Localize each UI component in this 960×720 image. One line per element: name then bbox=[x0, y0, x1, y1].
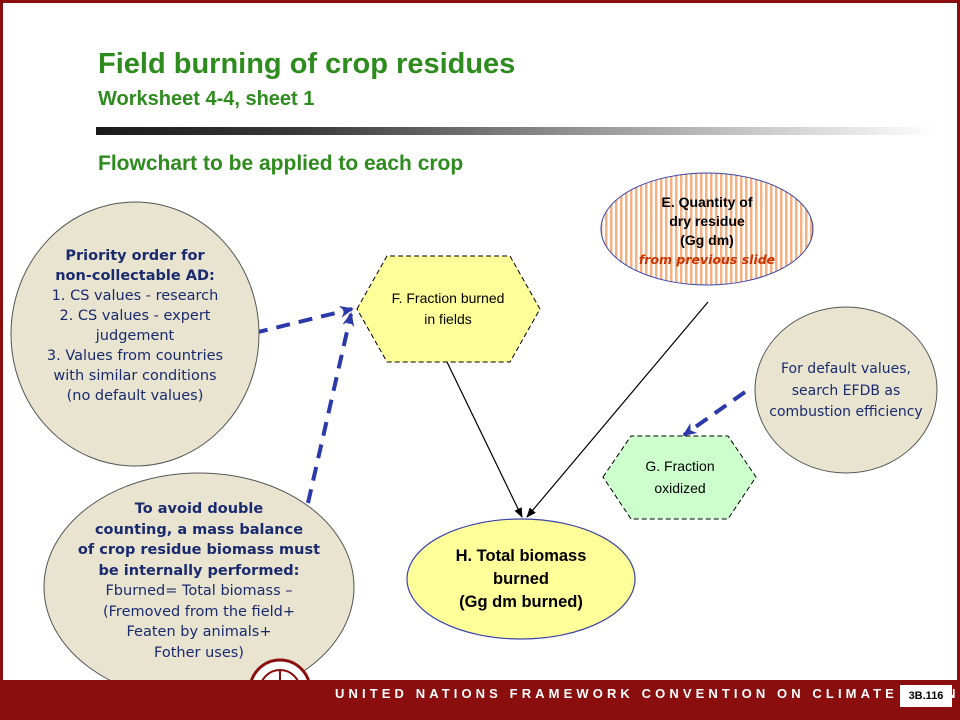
dry-residue-text: E. Quantity of dry residue (Gg dm) from … bbox=[610, 193, 804, 269]
mass-balance-title-line-3: of crop residue biomass must bbox=[77, 542, 321, 558]
dashed-arrow-priority-to-fraction bbox=[253, 306, 354, 335]
mass-balance-text: To avoid double counting, a mass balance… bbox=[50, 499, 348, 663]
footer-bar bbox=[0, 680, 960, 720]
priority-item-6: (no default values) bbox=[66, 388, 204, 404]
total-biomass-line-3: (Gg dm burned) bbox=[459, 593, 583, 611]
priority-item-3: judgement bbox=[95, 328, 175, 344]
title-divider bbox=[96, 127, 936, 135]
priority-order-ellipse bbox=[10, 201, 260, 467]
default-values-ellipse bbox=[754, 306, 938, 474]
total-biomass-text: H. Total biomass burned (Gg dm burned) bbox=[410, 545, 632, 614]
priority-item-4: 3. Values from countries bbox=[46, 348, 224, 364]
flowchart-heading: Flowchart to be applied to each crop bbox=[98, 152, 464, 175]
mass-balance-title-line-1: To avoid double bbox=[134, 501, 264, 517]
mass-balance-line-4: Fother uses) bbox=[154, 644, 244, 661]
total-biomass-ellipse bbox=[406, 518, 636, 640]
mass-balance-line-2: (Fremoved from the field+ bbox=[102, 603, 295, 620]
arrow-fraction-burned-to-total bbox=[446, 361, 523, 518]
default-values-line-3: combustion efficiency bbox=[769, 404, 923, 420]
total-biomass-line-2: burned bbox=[493, 570, 549, 588]
footer-convention-text: UNITED NATIONS FRAMEWORK CONVENTION ON C… bbox=[335, 686, 960, 701]
fraction-burned-line-2: in fields bbox=[424, 311, 472, 327]
dashed-arrow-mass-balance-to-fraction bbox=[306, 312, 355, 504]
fraction-oxidized-line-2: oxidized bbox=[654, 479, 706, 496]
dry-residue-line-2: dry residue bbox=[669, 213, 745, 229]
fraction-burned-hexagon bbox=[356, 255, 541, 363]
priority-order-text: Priority order for non-collectable AD: 1… bbox=[26, 246, 244, 406]
dry-residue-line-3: (Gg dm) bbox=[680, 232, 734, 248]
priority-item-2: 2. CS values - expert bbox=[59, 308, 211, 324]
slide-title: Field burning of crop residues bbox=[98, 48, 516, 80]
default-values-line-2: search EFDB as bbox=[791, 382, 901, 399]
page-number: 3B.116 bbox=[900, 685, 952, 707]
mass-balance-line-1: Fburned= Total biomass – bbox=[105, 583, 293, 599]
default-values-line-1: For default values, bbox=[780, 361, 912, 377]
arrow-dry-residue-to-total bbox=[526, 301, 709, 518]
priority-item-1: 1. CS values - research bbox=[51, 288, 219, 304]
fraction-burned-text: F. Fraction burned in fields bbox=[360, 288, 536, 330]
dashed-arrow-default-to-oxidized bbox=[682, 390, 747, 437]
fraction-burned-line-1: F. Fraction burned bbox=[391, 290, 505, 306]
fraction-oxidized-text: G. Fraction oxidized bbox=[610, 456, 750, 499]
dry-residue-ellipse bbox=[600, 172, 814, 286]
priority-title-line-2: non-collectable AD: bbox=[55, 268, 215, 284]
priority-item-5: with similar conditions bbox=[53, 368, 217, 384]
mass-balance-title-line-4: be internally performed: bbox=[98, 562, 300, 579]
fraction-oxidized-hexagon bbox=[602, 435, 757, 520]
fraction-oxidized-line-1: G. Fraction bbox=[645, 458, 715, 474]
mass-balance-line-3: Featen by animals+ bbox=[126, 624, 272, 640]
total-biomass-line-1: H. Total biomass bbox=[455, 547, 587, 565]
default-values-text: For default values, search EFDB as combu… bbox=[755, 359, 937, 424]
mass-balance-title-line-2: counting, a mass balance bbox=[94, 521, 304, 538]
dry-residue-line-1: E. Quantity of bbox=[661, 194, 753, 210]
dry-residue-note: from previous slide bbox=[638, 252, 776, 267]
priority-title-line-1: Priority order for bbox=[65, 248, 205, 264]
slide-subtitle: Worksheet 4-4, sheet 1 bbox=[98, 88, 315, 110]
